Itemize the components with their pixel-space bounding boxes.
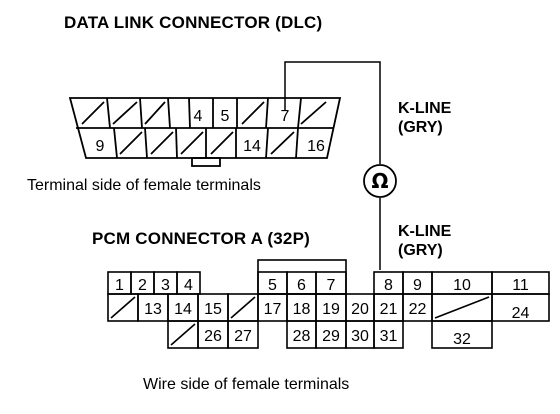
pcm-pin-17: 17 (264, 301, 282, 318)
dlc-pin-4: 4 (194, 108, 203, 125)
dlc-title: DATA LINK CONNECTOR (DLC) (64, 13, 323, 32)
pcm-pin-18: 18 (293, 301, 311, 318)
pcm-pin-30: 30 (351, 328, 369, 345)
pcm-pin-2: 2 (138, 277, 147, 294)
pcm-pin-10: 10 (453, 277, 471, 294)
pcm-pin-1: 1 (115, 277, 124, 294)
pcm-pin-4: 4 (184, 277, 193, 294)
pcm-connector (107, 259, 550, 349)
dlc-key-tab (191, 157, 221, 167)
pcm-cell-24 (491, 293, 550, 322)
pcm-pin-31: 31 (380, 328, 398, 345)
pcm-pin-5: 5 (268, 277, 277, 294)
pcm-pin-11: 11 (512, 277, 529, 294)
pcm-empty-marks (110, 296, 490, 346)
kline-label-dlc-line2: (GRY) (398, 119, 443, 136)
dlc-dividers (106, 97, 302, 159)
pcm-pin-15: 15 (204, 301, 222, 318)
pcm-pin-32: 32 (453, 331, 471, 348)
pcm-pin-28: 28 (293, 328, 311, 345)
dlc-pin-16: 16 (307, 138, 325, 155)
pcm-pin-22: 22 (409, 301, 427, 318)
ohmmeter-icon: Ω (371, 169, 388, 193)
dlc-housing (68, 97, 342, 159)
kline-label-pcm: K-LINE (GRY) (398, 222, 451, 260)
pcm-pin-24: 24 (512, 305, 530, 322)
pcm-pin-14: 14 (174, 301, 192, 318)
pcm-title: PCM CONNECTOR A (32P) (92, 229, 310, 248)
kline-wire (284, 61, 397, 270)
dlc-caption: Terminal side of female terminals (27, 177, 261, 194)
dlc-empty-marks (81, 101, 327, 155)
pcm-cell-31 (373, 320, 404, 349)
pcm-caption: Wire side of female terminals (143, 376, 350, 393)
dlc-pin-5: 5 (221, 108, 230, 125)
ohmmeter-circle (363, 164, 397, 198)
kline-wire-dlc (284, 61, 381, 164)
pcm-pin-6: 6 (297, 277, 306, 294)
kline-label-dlc-line1: K-LINE (398, 100, 452, 117)
pcm-pin-20: 20 (351, 301, 369, 318)
dlc-connector (68, 97, 342, 167)
pcm-pin-3: 3 (161, 277, 170, 294)
dlc-pin-labels: 4 5 7 9 14 16 (96, 108, 325, 155)
dlc-pin-9: 9 (96, 138, 105, 155)
pcm-pin-29: 29 (322, 328, 340, 345)
pcm-cell-32 (431, 320, 493, 349)
pcm-pin-9: 9 (413, 277, 422, 294)
dlc-pin-7: 7 (281, 108, 290, 125)
pcm-pin-8: 8 (384, 277, 393, 294)
kline-label-dlc: K-LINE (GRY) (398, 99, 451, 137)
kline-label-pcm-line2: (GRY) (398, 242, 443, 259)
pcm-pin-labels: 1 2 3 4 5 6 7 8 9 10 11 13 14 15 17 18 1… (115, 277, 529, 348)
pcm-cell-27 (227, 320, 259, 349)
kline-label-pcm-line1: K-LINE (398, 223, 452, 240)
pcm-pin-7: 7 (327, 277, 336, 294)
pcm-pin-26: 26 (204, 328, 222, 345)
pcm-pin-21: 21 (380, 301, 398, 318)
pcm-pin-13: 13 (144, 301, 162, 318)
pcm-pin-19: 19 (322, 301, 340, 318)
dlc-pin-14: 14 (243, 138, 261, 155)
pcm-pin-27: 27 (234, 328, 252, 345)
